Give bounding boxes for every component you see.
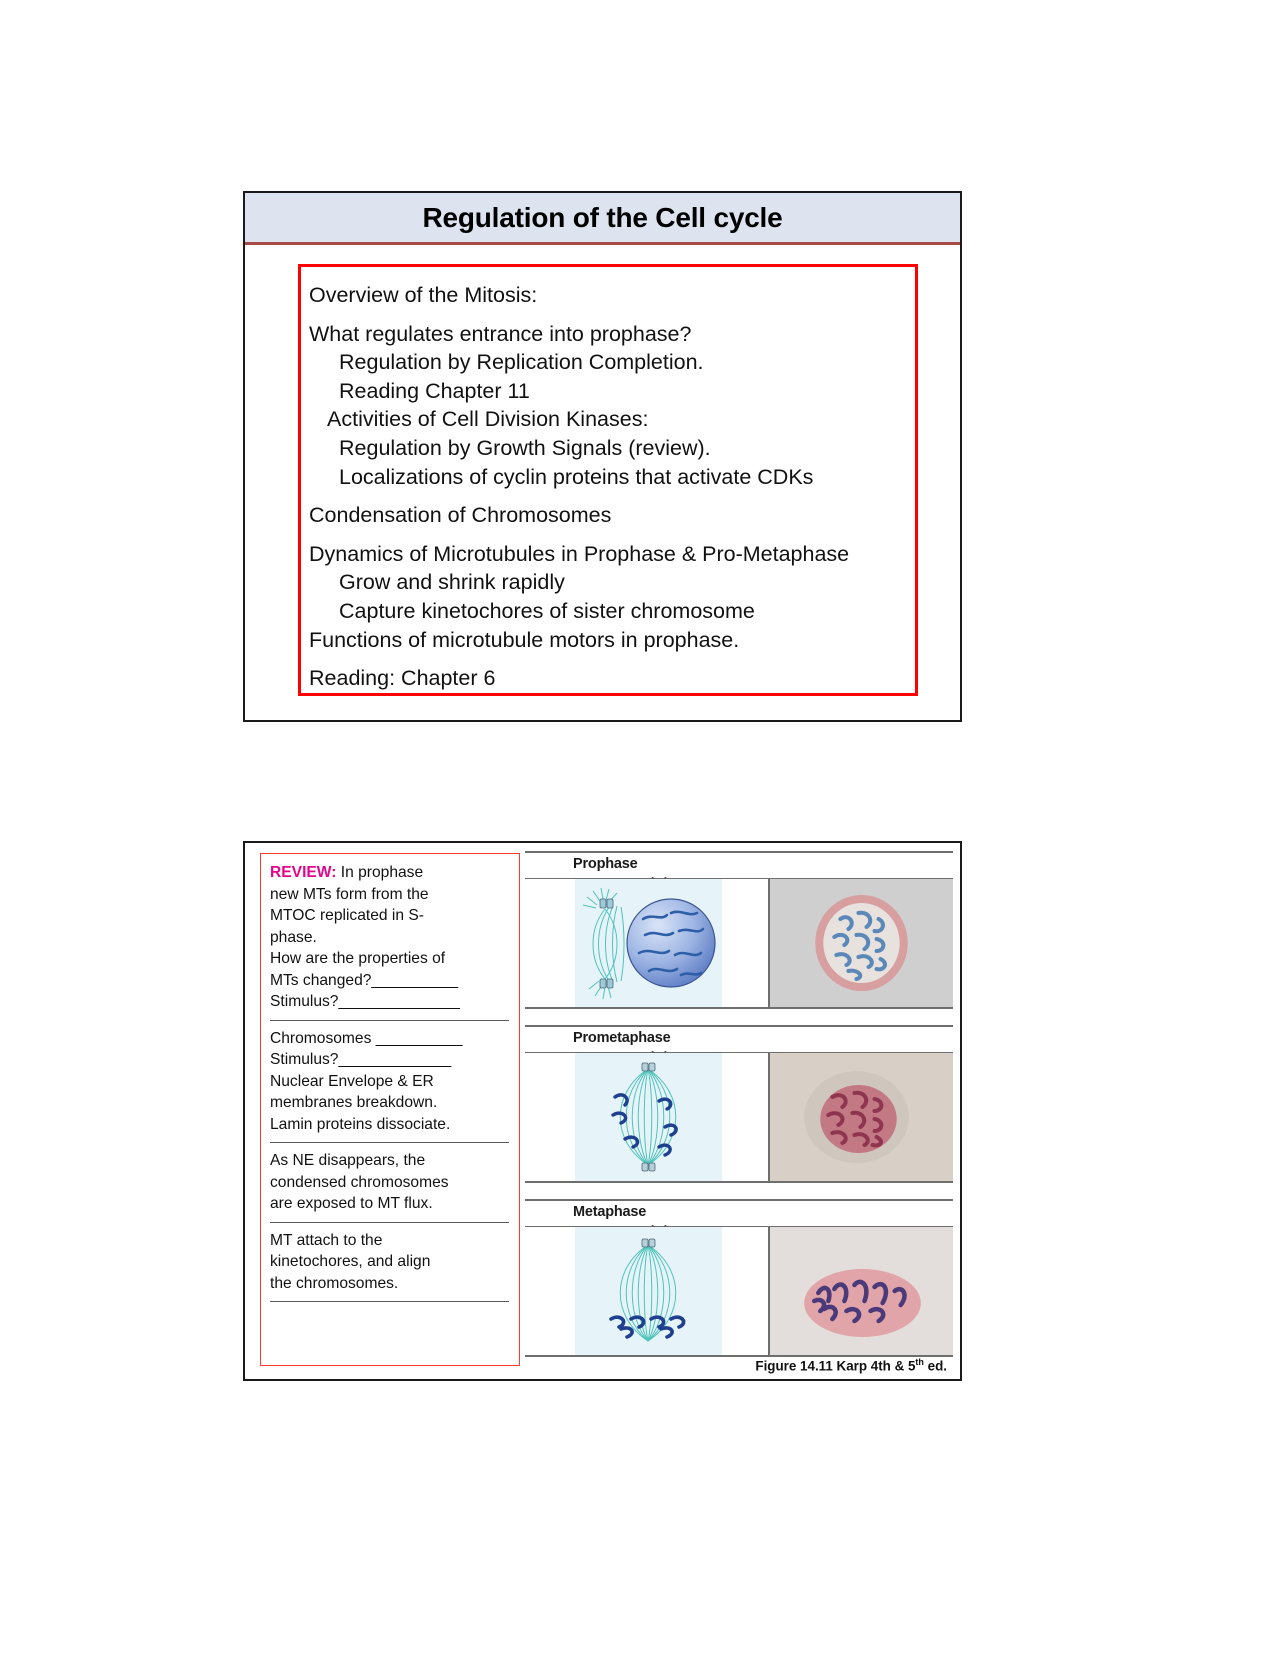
review-note-line: kinetochores, and align (270, 1253, 431, 1270)
metaphase-schematic-illustration (575, 1227, 722, 1355)
metaphase-micrograph-image (770, 1227, 953, 1355)
phase-block-prometaphase: Prometaphase (525, 1025, 953, 1183)
review-note-text: In prophase (336, 864, 424, 881)
review-section-divider (270, 1019, 509, 1021)
mitosis-figure-column: Prophase (525, 851, 953, 1375)
phase-header-prometaphase: Prometaphase (525, 1027, 953, 1061)
prophase-schematic-illustration (575, 879, 722, 1007)
phase-header-metaphase: Metaphase (525, 1201, 953, 1235)
slide-1-outline-line: Localizations of cyclin proteins that ac… (339, 464, 814, 489)
figure-caption-main: Figure 14.11 Karp 4th & 5 (755, 1358, 916, 1373)
phase-body-prophase (525, 879, 953, 1007)
review-note-line: new MTs form from the (270, 885, 429, 903)
prometaphase-micrograph-panel (770, 1053, 953, 1181)
page-title: Regulation of the Cell cycle (422, 201, 783, 233)
slide-1-outline-line: Reading: Chapter 6 (309, 666, 496, 691)
slide-1-outline-line: Reading Chapter 11 (339, 378, 530, 403)
slide-1-outline-line: Condensation of Chromosomes (309, 503, 612, 528)
review-note-line: As NE disappears, the (270, 1152, 426, 1169)
phase-block-metaphase: Metaphase (525, 1199, 953, 1357)
review-note-line: Stimulus?_____________ (270, 1051, 452, 1068)
review-note-line: phase. (270, 928, 317, 946)
review-note-line: condensed chromosomes (270, 1173, 449, 1191)
slide-1-outline-line: Grow and shrink rapidly (339, 570, 565, 595)
spacer (309, 310, 915, 320)
review-note-line: are exposed to MT flux. (270, 1195, 433, 1212)
phase-block-prophase: Prophase (525, 851, 953, 1009)
review-section-divider (270, 1221, 509, 1223)
slide-1-content-box: Overview of the Mitosis: What regulates e… (298, 264, 918, 696)
metaphase-micrograph-panel (770, 1227, 953, 1355)
review-note-line: the chromosomes. (270, 1274, 399, 1292)
review-note-line: Nuclear Envelope & ER (270, 1072, 434, 1090)
phase-label-prophase: Prophase (573, 856, 638, 872)
figure-caption-tail: ed. (923, 1358, 947, 1373)
phase-label-metaphase: Metaphase (573, 1204, 647, 1220)
prophase-micrograph-image (770, 879, 953, 1007)
slide-1: Regulation of the Cell cycle Overview of… (243, 191, 962, 722)
prometaphase-micrograph-image (770, 1053, 953, 1181)
phase-body-prometaphase (525, 1053, 953, 1181)
review-note-line: Stimulus?______________ (270, 993, 460, 1010)
figure-caption-ordinal: th (915, 1356, 924, 1367)
phase-label-prometaphase: Prometaphase (573, 1030, 671, 1046)
slide-1-outline-line: Overview of the Mitosis: (309, 283, 538, 307)
slide-1-title-bar: Regulation of the Cell cycle (245, 193, 960, 245)
spacer (309, 491, 915, 501)
prophase-micrograph-panel (770, 879, 953, 1007)
review-note-line: MTs changed?__________ (270, 971, 459, 989)
review-note-line: REVIEW: In prophase (270, 862, 511, 884)
review-keyword: REVIEW: (270, 864, 337, 881)
figure-caption: Figure 14.11 Karp 4th & 5th ed. (755, 1357, 947, 1373)
slide-1-outline-line: Capture kinetochores of sister chromosom… (339, 598, 755, 623)
slide-1-outline-list: Overview of the Mitosis: What regulates e… (309, 281, 915, 693)
prophase-diagram-panel (525, 879, 770, 1007)
spacer (309, 530, 915, 540)
review-section-divider (270, 1142, 509, 1143)
slide-1-outline-line: Regulation by Replication Completion. (339, 350, 704, 375)
review-note-line: MTOC replicated in S- (270, 907, 424, 924)
review-note-line: Chromosomes __________ (270, 1029, 463, 1047)
prometaphase-diagram-panel (525, 1053, 770, 1181)
review-note-line: How are the properties of (270, 950, 446, 967)
slide-1-outline-line: Regulation by Growth Signals (review). (339, 435, 711, 460)
slide-1-outline-line: Dynamics of Microtubules in Prophase & P… (309, 541, 850, 566)
prometaphase-schematic-illustration (575, 1053, 722, 1181)
spacer (309, 654, 915, 664)
review-note-line: membranes breakdown. (270, 1094, 438, 1111)
slide-1-outline-line: Functions of microtubule motors in proph… (309, 627, 740, 652)
slide-1-outline-line: What regulates entrance into prophase? (309, 321, 692, 346)
phase-body-metaphase (525, 1227, 953, 1355)
phase-header-prophase: Prophase (525, 853, 953, 887)
metaphase-diagram-panel (525, 1227, 770, 1355)
slide-1-outline-line: Activities of Cell Division Kinases: (327, 407, 649, 432)
review-note-line: Lamin proteins dissociate. (270, 1115, 451, 1133)
review-note-line: MT attach to the (270, 1231, 383, 1249)
review-section-divider (270, 1301, 509, 1302)
